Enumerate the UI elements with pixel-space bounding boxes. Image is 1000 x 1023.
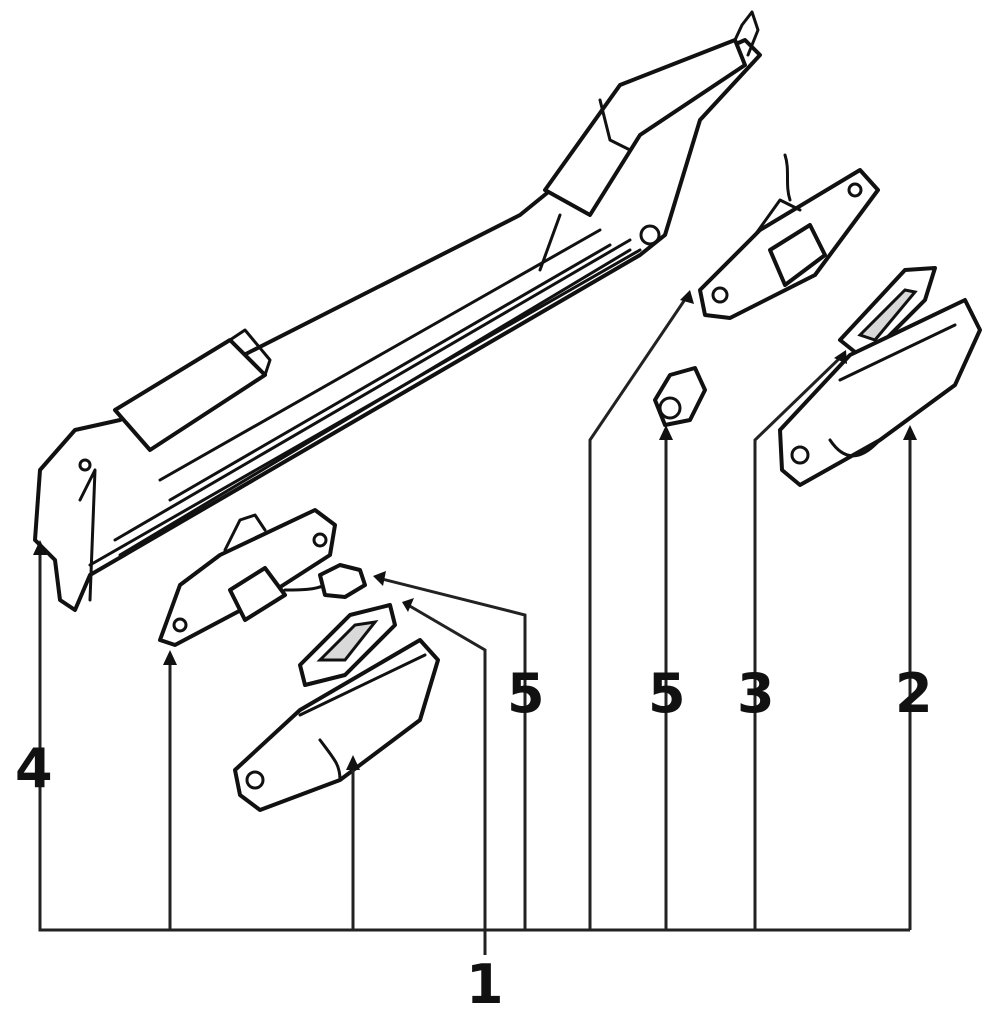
- seat-track-rail: [33, 10, 762, 612]
- callout-2: 2: [895, 662, 933, 725]
- left-pad: [298, 603, 397, 687]
- center-bulb-part: [653, 366, 707, 427]
- left-latch-bracket: [158, 508, 367, 647]
- callout-5-right: 5: [648, 662, 686, 725]
- callout-4: 4: [15, 737, 53, 800]
- callout-5-left: 5: [507, 662, 545, 725]
- leader-lines: [38, 294, 912, 955]
- callout-1: 1: [466, 953, 504, 1016]
- right-latch-bracket: [698, 153, 880, 320]
- left-cover: [233, 638, 440, 812]
- arrowheads: [33, 290, 917, 770]
- right-pad: [838, 266, 937, 362]
- right-cover: [778, 298, 982, 487]
- callout-3: 3: [737, 662, 775, 725]
